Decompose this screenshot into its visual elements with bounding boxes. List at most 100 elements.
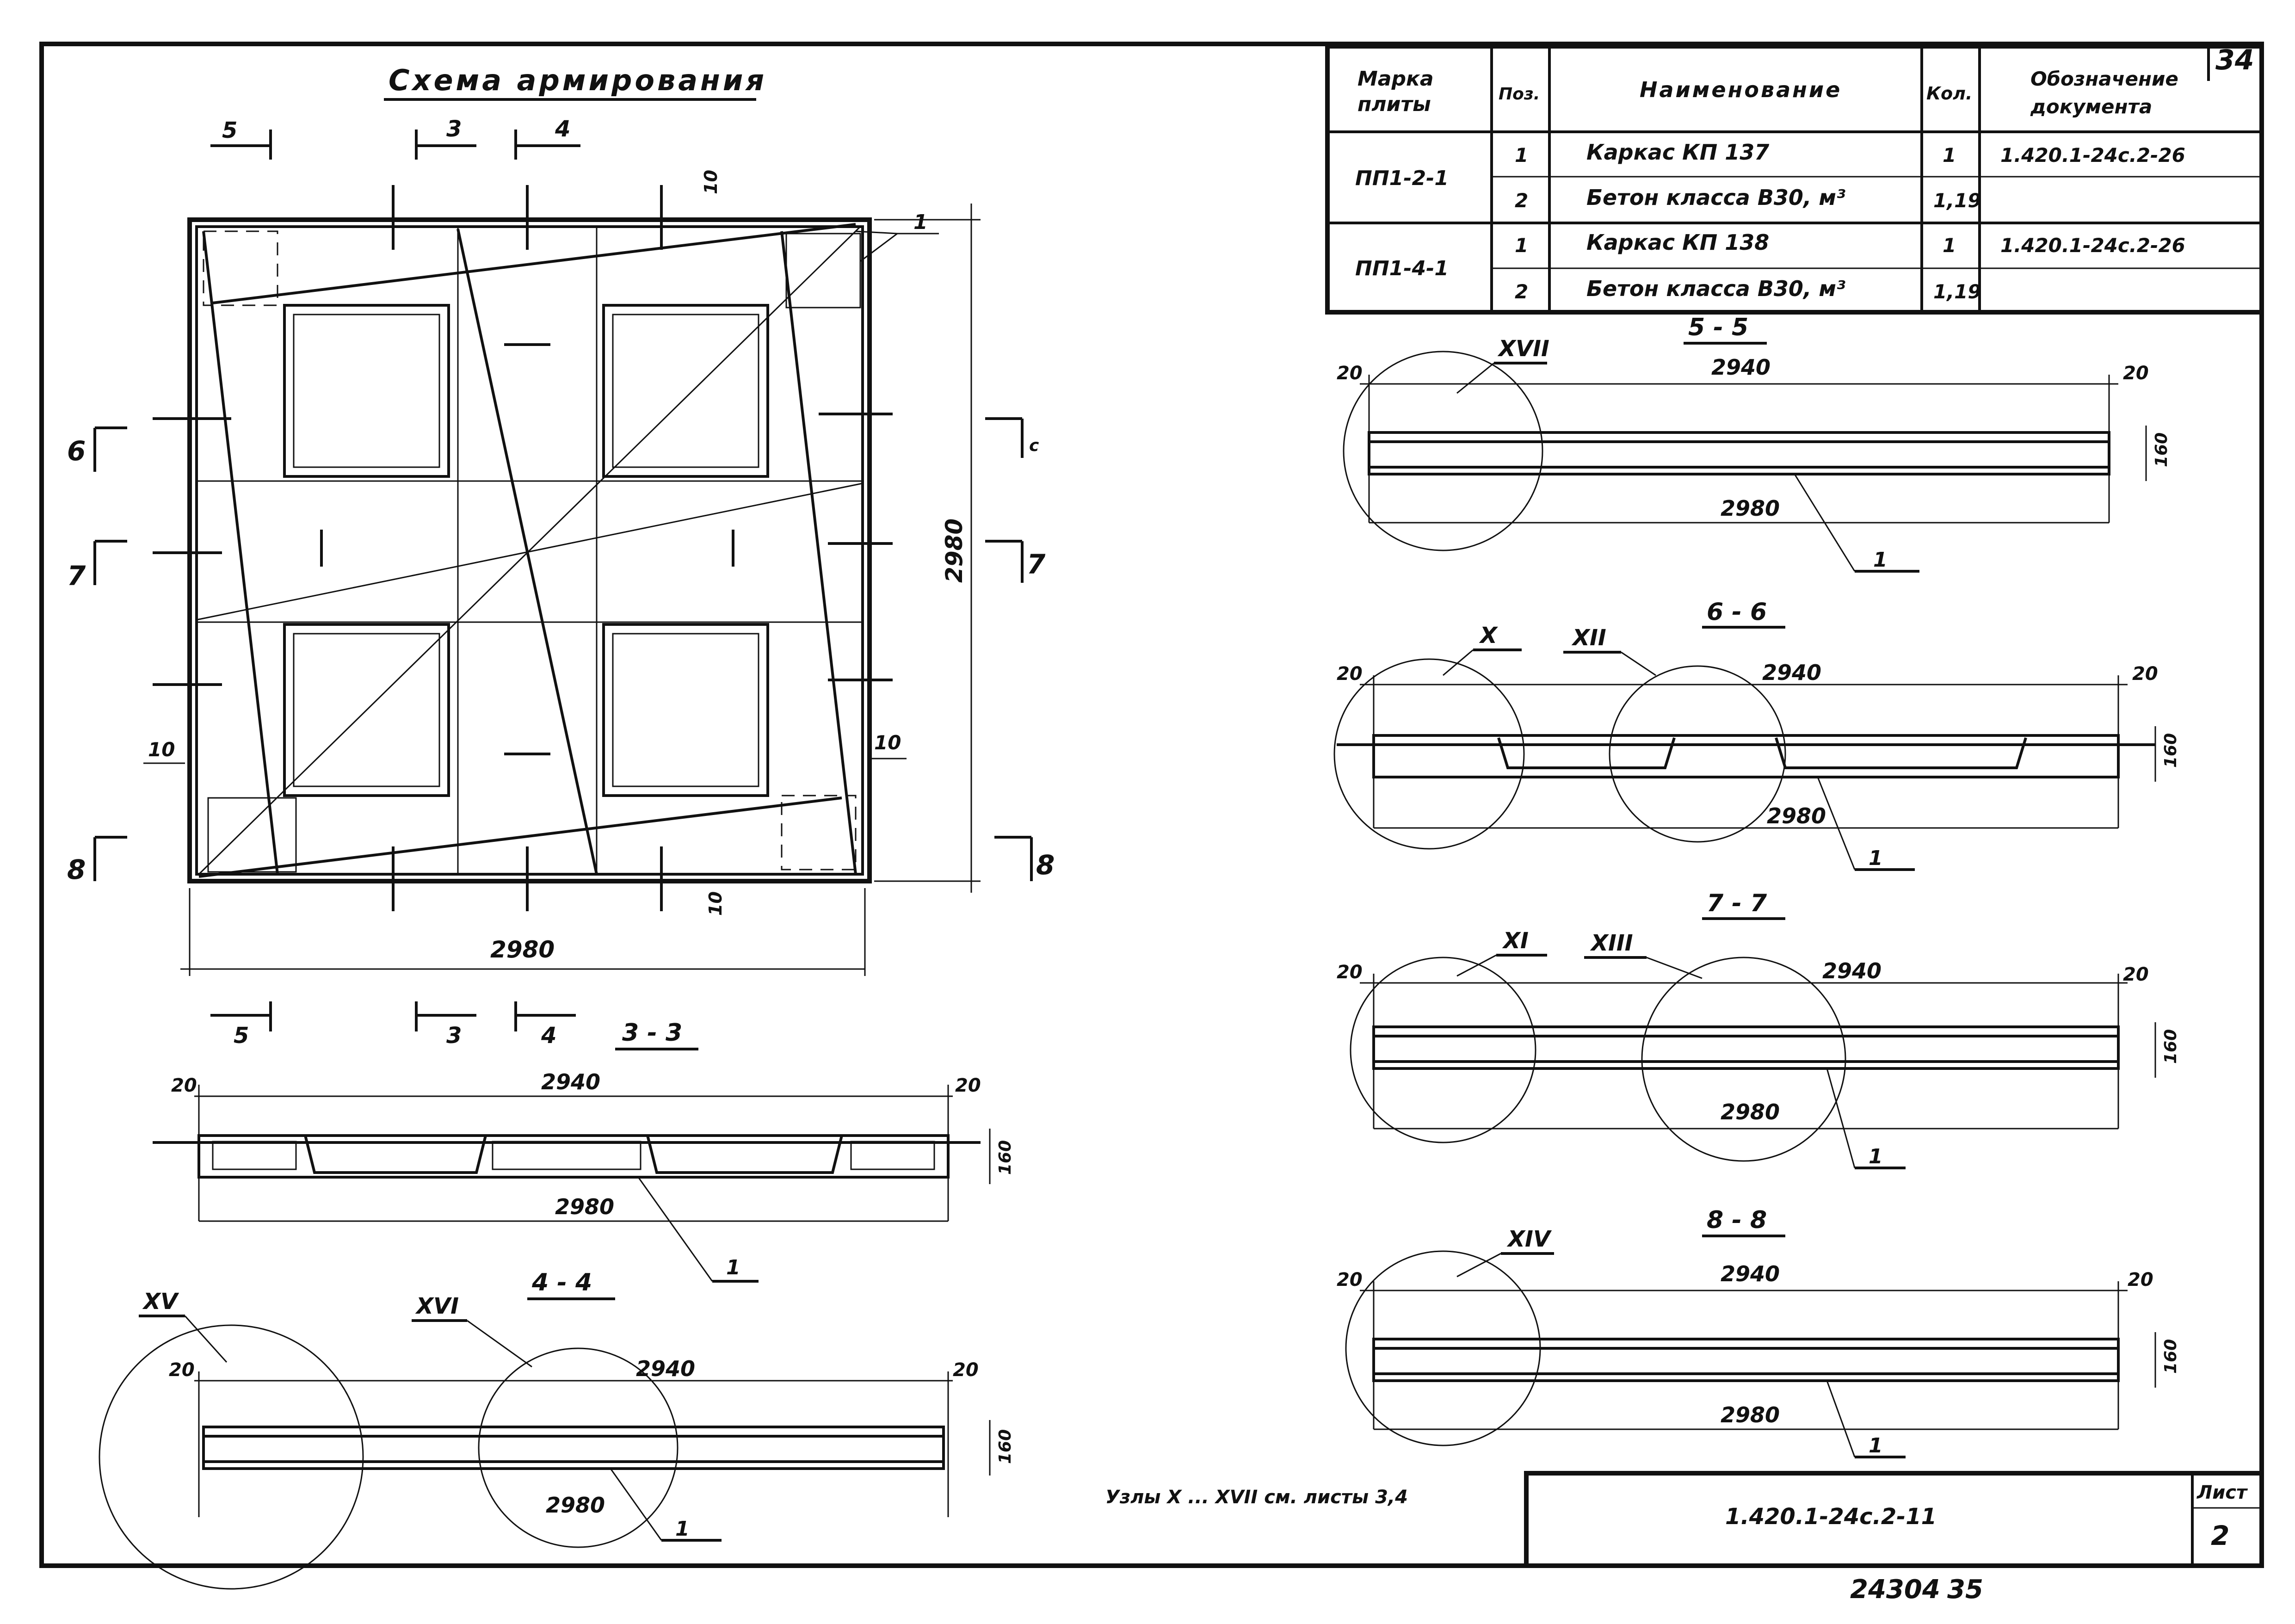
th-pos: Поз.: [1499, 85, 1540, 104]
svg-text:160: 160: [996, 1429, 1015, 1464]
svg-text:10: 10: [874, 731, 901, 754]
svg-text:2980: 2980: [1721, 1099, 1780, 1124]
corner-number: 34: [2215, 44, 2254, 76]
svg-text:1: 1: [1869, 1434, 1883, 1457]
svg-text:2980: 2980: [1767, 803, 1826, 828]
svg-text:3: 3: [446, 116, 462, 142]
svg-text:4: 4: [541, 1023, 556, 1049]
svg-text:XIV: XIV: [1506, 1226, 1552, 1252]
svg-text:20: 20: [1337, 363, 1363, 384]
svg-text:1: 1: [1873, 548, 1888, 572]
nodes-note: Узлы X ... XVII см. листы 3,4: [1105, 1487, 1408, 1508]
svg-text:XII: XII: [1571, 625, 1606, 651]
svg-text:1: 1: [726, 1256, 740, 1279]
svg-text:2940: 2940: [1762, 660, 1821, 685]
svg-text:160: 160: [996, 1140, 1015, 1175]
svg-text:6: 6: [67, 435, 86, 467]
svg-text:2940: 2940: [1822, 958, 1882, 983]
svg-text:XVI: XVI: [415, 1293, 459, 1319]
section-7-7: 7 - 7 XI XIII 20 20 2940 2980 160 1: [1337, 889, 2180, 1169]
svg-text:1.420.1-24с.2-26: 1.420.1-24с.2-26: [2000, 234, 2185, 257]
th-mark: Марка: [1357, 67, 1434, 91]
svg-text:плиты: плиты: [1357, 93, 1431, 116]
reinforcement-plan: 2980 2980 10 10 10 10 1 5 3 4 5 3 4 6 7 …: [67, 116, 1055, 1049]
section-6-6-title: 6 - 6: [1707, 598, 1767, 626]
svg-text:160: 160: [2161, 1029, 2180, 1064]
svg-text:20: 20: [953, 1359, 979, 1381]
svg-text:8: 8: [67, 854, 86, 885]
section-3-3: 3 - 3 20 20 2940 2980 160 1: [153, 1019, 1015, 1283]
svg-text:2980: 2980: [1721, 496, 1780, 521]
svg-text:2: 2: [1515, 280, 1528, 303]
svg-text:1: 1: [1515, 144, 1528, 167]
svg-text:1: 1: [1943, 234, 1956, 257]
svg-text:160: 160: [2152, 432, 2171, 467]
svg-text:3: 3: [446, 1023, 462, 1049]
section-8-8-title: 8 - 8: [1707, 1206, 1767, 1234]
svg-text:160: 160: [2161, 733, 2180, 768]
page-number: 35: [1947, 1575, 1983, 1605]
sheet-frame: [39, 42, 2264, 1568]
svg-text:2940: 2940: [1711, 355, 1771, 380]
row-name-3: Каркас КП 138: [1586, 230, 1769, 255]
row-name-2: Бетон класса В30, м³: [1586, 185, 1845, 210]
svg-text:20: 20: [2128, 1269, 2153, 1291]
th-qty: Кол.: [1926, 83, 1972, 104]
svg-text:1: 1: [675, 1517, 690, 1541]
svg-text:1: 1: [1515, 234, 1528, 257]
svg-text:4: 4: [555, 116, 570, 142]
svg-text:20: 20: [171, 1075, 197, 1096]
svg-text:2980: 2980: [1721, 1402, 1780, 1427]
svg-text:20: 20: [2132, 663, 2158, 685]
title-block: 1.420.1-24с.2-11 Лист 2: [1524, 1471, 2264, 1568]
svg-text:1: 1: [1943, 144, 1956, 167]
sheet-label: Лист: [2196, 1482, 2248, 1503]
svg-text:10: 10: [701, 170, 721, 194]
svg-text:5: 5: [222, 117, 237, 143]
svg-text:X: X: [1479, 623, 1498, 648]
svg-text:10: 10: [705, 891, 726, 916]
section-5-5-title: 5 - 5: [1688, 314, 1748, 341]
svg-text:7: 7: [67, 560, 86, 592]
svg-text:1.420.1-24с.2-26: 1.420.1-24с.2-26: [2000, 144, 2185, 167]
svg-text:2980: 2980: [555, 1194, 614, 1219]
section-6-6: 6 - 6 X XII 20 20 2940 2980 160 1: [1333, 598, 2180, 871]
svg-text:XI: XI: [1502, 928, 1529, 954]
svg-text:2940: 2940: [636, 1356, 695, 1381]
section-8-8: 8 - 8 XIV 20 20 2940 2980 160 1: [1337, 1206, 2180, 1458]
document-code: 1.420.1-24с.2-11: [1725, 1504, 1937, 1530]
svg-text:20: 20: [1337, 962, 1363, 983]
spec-table: Марка плиты Поз. Наименование Кол. Обозн…: [1325, 44, 2264, 315]
drawing-title: Схема армирования: [389, 63, 767, 97]
svg-text:1: 1: [1869, 846, 1883, 870]
row-name-4: Бетон класса В30, м³: [1586, 276, 1845, 301]
svg-text:7: 7: [1027, 549, 1046, 580]
svg-text:5: 5: [234, 1023, 249, 1049]
svg-text:8: 8: [1036, 849, 1055, 881]
svg-text:20: 20: [955, 1075, 981, 1096]
row-name-1: Каркас КП 137: [1586, 140, 1769, 165]
svg-text:2940: 2940: [541, 1069, 600, 1094]
svg-text:20: 20: [1337, 1269, 1363, 1291]
section-3-3-title: 3 - 3: [622, 1019, 682, 1047]
svg-text:20: 20: [1337, 663, 1363, 685]
section-4-4: 4 - 4 XV XVI 20 20 2940 2980 160 1: [99, 1269, 1015, 1590]
th-doc: Обозначение: [2030, 68, 2178, 90]
svg-text:20: 20: [169, 1359, 195, 1381]
section-5-5: 5 - 5 XVII 20 20 2940 2980 160 1: [1337, 314, 2171, 573]
svg-text:160: 160: [2161, 1339, 2180, 1374]
svg-text:10: 10: [148, 738, 175, 761]
section-7-7-title: 7 - 7: [1707, 889, 1767, 917]
row-mark-1: ПП1-2-1: [1355, 167, 1449, 190]
svg-text:1: 1: [1869, 1145, 1883, 1168]
svg-text:2980: 2980: [546, 1493, 605, 1518]
archive-number: 24304: [1850, 1575, 1940, 1605]
svg-text:XIII: XIII: [1590, 930, 1633, 956]
svg-text:1,19: 1,19: [1933, 280, 1981, 303]
svg-text:XV: XV: [142, 1289, 179, 1315]
plan-height-dim: 2980: [941, 519, 968, 583]
row-mark-2: ПП1-4-1: [1355, 257, 1449, 280]
th-name: Наименование: [1640, 77, 1842, 102]
plan-width-dim: 2980: [490, 936, 555, 963]
